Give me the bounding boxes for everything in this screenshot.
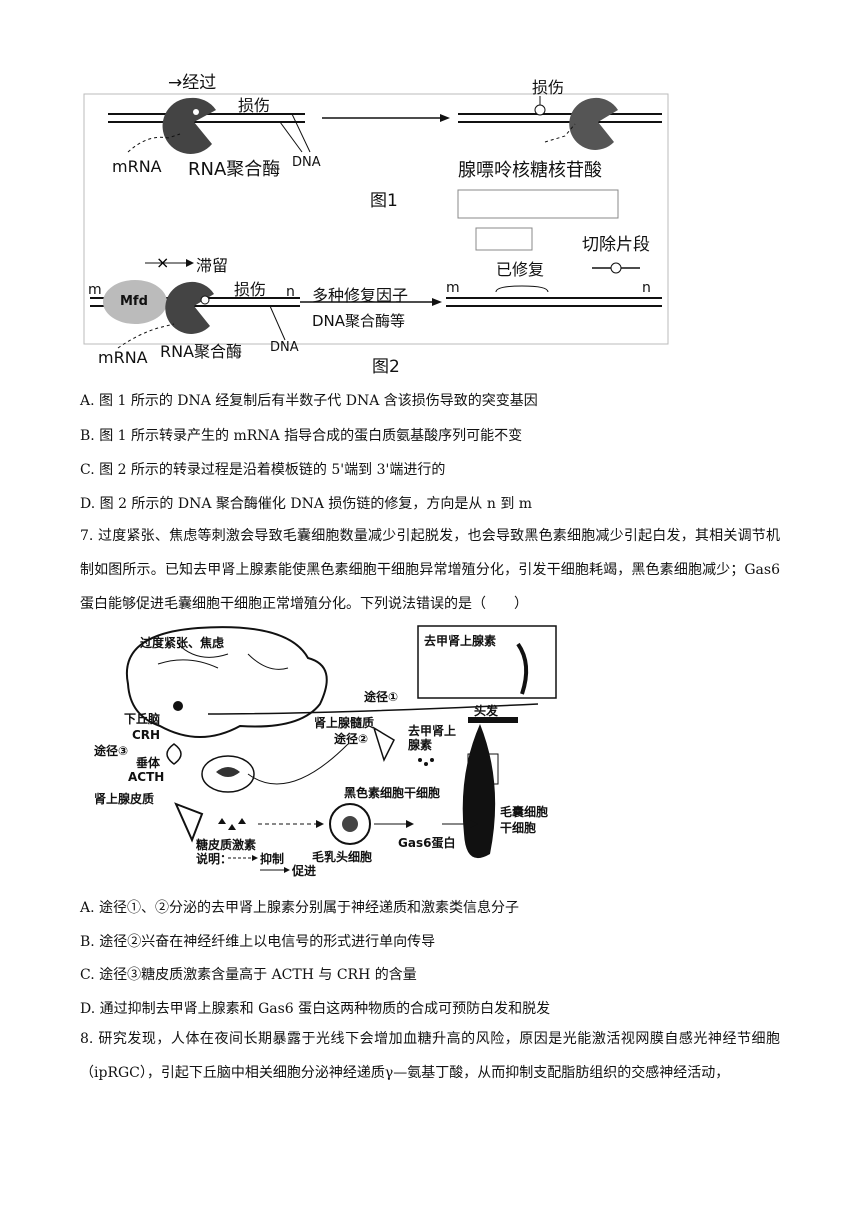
hair-regulation-figure: 过度紧张、焦虑 下丘脑 CRH 途径③ 垂体 ACTH 肾上腺皮质 糖皮质激素 … bbox=[88, 624, 560, 882]
mrna-label-bottom: mRNA bbox=[98, 348, 148, 367]
m-label-bottom-right: m bbox=[446, 280, 460, 296]
legend-inhibit: 抑制 bbox=[260, 852, 285, 866]
q6-option-a: A. 图 1 所示的 DNA 经复制后有半数子代 DNA 含该损伤导致的突变基因 bbox=[80, 393, 538, 409]
dna-polymerase-label: DNA聚合酶等 bbox=[312, 312, 406, 330]
purine-label: 腺嘌呤核糖核苷酸 bbox=[458, 160, 602, 181]
ne-label: 去甲肾上腺素 bbox=[408, 724, 457, 752]
mfd-label: Mfd bbox=[120, 294, 148, 309]
stall-label: 滞留 bbox=[196, 256, 229, 275]
acth-label: ACTH bbox=[128, 770, 165, 784]
path1-label: 途径① bbox=[364, 690, 399, 704]
damage-label-bottom: 损伤 bbox=[234, 280, 267, 299]
legend-promote: 促进 bbox=[292, 864, 317, 878]
melanocyte-stem-label: 黑色素细胞干细胞 bbox=[344, 786, 441, 800]
fig1-caption: 图1 bbox=[370, 191, 398, 211]
gas6-label: Gas6蛋白 bbox=[398, 836, 456, 850]
n-label-bottom-right: n bbox=[642, 280, 651, 296]
adrenal-cortex-label: 肾上腺皮质 bbox=[94, 792, 155, 806]
rnap-label-bottom: RNA聚合酶 bbox=[160, 342, 243, 361]
m-label-bottom-left: m bbox=[88, 282, 102, 298]
hair-label: 头发 bbox=[474, 704, 499, 718]
q7-option-a: A. 途径①、②分泌的去甲肾上腺素分别属于神经递质和激素类信息分子 bbox=[80, 900, 520, 916]
follicle-stem-label: 毛囊细胞干细胞 bbox=[500, 805, 549, 835]
repair-factors-label: 多种修复因子 bbox=[312, 286, 409, 305]
path2-label: 途径② bbox=[334, 732, 369, 746]
n-label-bottom-left: n bbox=[286, 284, 295, 300]
damage-label-top-right: 损伤 bbox=[532, 78, 565, 97]
q6-option-d: D. 图 2 所示的 DNA 聚合酶催化 DNA 损伤链的修复，方向是从 n 到… bbox=[80, 496, 533, 512]
glucocorticoid-label: 糖皮质激素 bbox=[196, 838, 257, 852]
stress-label: 过度紧张、焦虑 bbox=[140, 636, 225, 650]
dna-figure-drawing: × bbox=[83, 93, 669, 349]
ne-box-label: 去甲肾上腺素 bbox=[424, 634, 497, 648]
repaired-label: 已修复 bbox=[496, 260, 545, 279]
path3-label: 途径③ bbox=[94, 744, 129, 758]
crh-label: CRH bbox=[132, 728, 161, 742]
dna-label-top: DNA bbox=[292, 155, 321, 170]
passed-label: →经过 bbox=[168, 73, 217, 93]
q8-stem: 8. 研究发现，人体在夜间长期暴露于光线下会增加血糖升高的风险，原因是光能激活视… bbox=[80, 1031, 780, 1081]
legend-prefix: 说明： bbox=[196, 852, 233, 866]
damage-label-top-left: 损伤 bbox=[238, 96, 271, 115]
dna-repair-figure: × →经过 损伤 mRNA RNA聚合酶 DNA 损伤 腺嘌呤核糖核苷酸 图1 … bbox=[0, 0, 860, 380]
dermal-papilla-label: 毛乳头细胞 bbox=[312, 850, 373, 864]
pituitary-label: 垂体 bbox=[136, 756, 161, 770]
regulation-drawing bbox=[125, 625, 557, 873]
q7-stem: 7. 过度紧张、焦虑等刺激会导致毛囊细胞数量减少引起脱发，也会导致黑色素细胞减少… bbox=[80, 528, 780, 612]
dna-label-bottom: DNA bbox=[270, 340, 299, 355]
q6-option-b: B. 图 1 所示转录产生的 mRNA 指导合成的蛋白质氨基酸序列可能不变 bbox=[80, 428, 523, 444]
fig2-caption: 图2 bbox=[372, 357, 400, 377]
q7-option-d: D. 通过抑制去甲肾上腺素和 Gas6 蛋白这两种物质的合成可预防白发和脱发 bbox=[80, 1001, 551, 1017]
mrna-label-top: mRNA bbox=[112, 157, 162, 176]
q6-option-c: C. 图 2 所示的转录过程是沿着模板链的 5'端到 3'端进行的 bbox=[80, 462, 446, 478]
rnap-label-top: RNA聚合酶 bbox=[188, 159, 281, 180]
q7-option-c: C. 途径③糖皮质激素含量高于 ACTH 与 CRH 的含量 bbox=[80, 967, 417, 983]
q7-option-b: B. 途径②兴奋在神经纤维上以电信号的形式进行单向传导 bbox=[80, 934, 436, 950]
adrenal-medulla-label: 肾上腺髓质 bbox=[314, 716, 375, 730]
hypothalamus-label: 下丘脑 bbox=[124, 712, 161, 726]
cut-fragment-label: 切除片段 bbox=[582, 235, 650, 255]
